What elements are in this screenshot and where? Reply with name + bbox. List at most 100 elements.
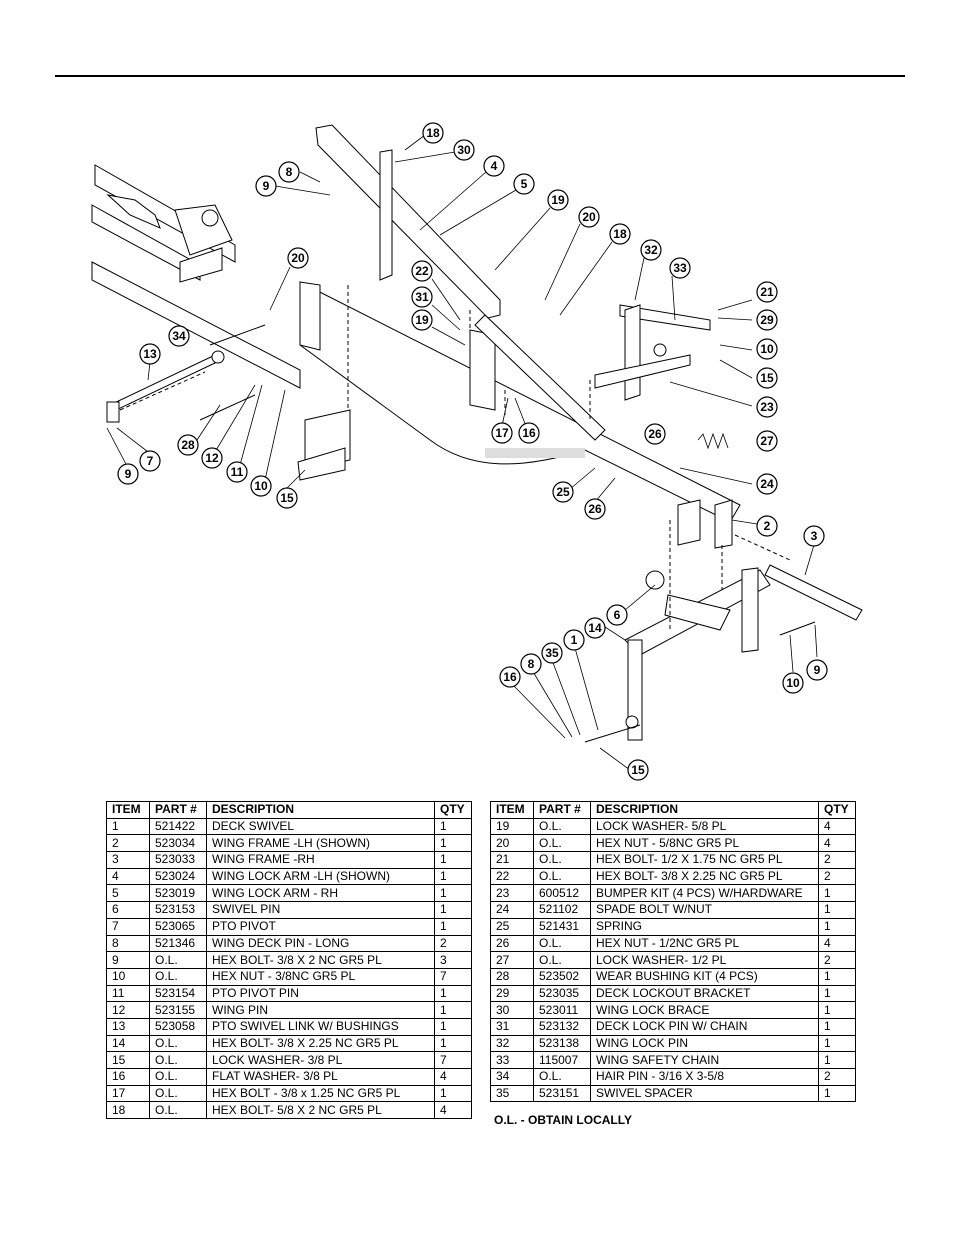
deck-swivel [584, 499, 863, 743]
svg-text:5: 5 [521, 177, 528, 191]
cell-item: 26 [490, 934, 534, 953]
header-description: DESCRIPTION [590, 801, 819, 819]
cell-qty: 1 [434, 817, 472, 836]
cell-qty: 1 [434, 1034, 472, 1053]
cell-qty: 1 [818, 1084, 856, 1103]
cell-part-number: 521102 [533, 901, 591, 919]
cell-part-number: O.L. [149, 1084, 207, 1103]
svg-text:6: 6 [614, 608, 621, 622]
cell-item: 5 [106, 884, 150, 903]
cell-part-number: 523151 [533, 1084, 591, 1103]
cell-item: 34 [490, 1068, 534, 1086]
table-header-row: ITEM PART # DESCRIPTION QTY [106, 801, 472, 819]
cell-item: 21 [490, 851, 534, 869]
callout-31: 31 [411, 286, 433, 308]
cell-item: 28 [490, 967, 534, 986]
cell-part-number: 521346 [149, 934, 207, 953]
cell-description: HEX BOLT - 3/8 x 1.25 NC GR5 PL [206, 1084, 435, 1103]
svg-text:18: 18 [613, 227, 627, 241]
callout-15: 15 [756, 367, 778, 389]
svg-text:7: 7 [147, 454, 154, 468]
cell-qty: 4 [434, 1068, 472, 1086]
svg-text:18: 18 [426, 126, 440, 140]
callout-22: 22 [411, 260, 433, 282]
cell-description: PTO PIVOT PIN [206, 984, 435, 1003]
cell-part-number: 523058 [149, 1017, 207, 1036]
callout-9: 9 [806, 659, 828, 681]
svg-text:29: 29 [760, 313, 774, 327]
svg-text:25: 25 [556, 485, 570, 499]
cell-qty: 1 [434, 1084, 472, 1103]
cell-qty: 1 [818, 967, 856, 986]
svg-text:33: 33 [673, 261, 687, 275]
cell-qty: 1 [818, 884, 856, 903]
exploded-parts-diagram: 1830451920183233212910152322311920341328… [91, 122, 863, 781]
cell-qty: 4 [434, 1101, 472, 1120]
cell-description: WING SAFETY CHAIN [590, 1051, 819, 1069]
cell-part-number: 523132 [533, 1017, 591, 1036]
cell-part-number: O.L. [149, 1034, 207, 1053]
cell-item: 18 [106, 1101, 150, 1120]
cell-description: SPRING [590, 917, 819, 936]
cell-part-number: 521431 [533, 917, 591, 936]
cell-qty: 1 [434, 917, 472, 936]
cell-item: 23 [490, 884, 534, 903]
cell-description: SWIVEL PIN [206, 901, 435, 919]
svg-text:8: 8 [528, 657, 535, 671]
svg-text:16: 16 [503, 670, 517, 684]
callout-12: 12 [201, 447, 223, 469]
svg-text:34: 34 [172, 329, 186, 343]
callout-32: 32 [640, 239, 662, 261]
svg-text:1: 1 [571, 633, 578, 647]
svg-text:19: 19 [551, 193, 565, 207]
cell-qty: 7 [434, 1051, 472, 1069]
cell-item: 14 [106, 1034, 150, 1053]
cell-item: 3 [106, 851, 150, 869]
cell-part-number: 600512 [533, 884, 591, 903]
callout-11: 11 [226, 461, 248, 483]
cell-description: LOCK WASHER- 5/8 PL [590, 817, 819, 836]
cell-qty: 1 [818, 1051, 856, 1069]
cell-description: FLAT WASHER- 3/8 PL [206, 1068, 435, 1086]
callout-14: 14 [584, 617, 606, 639]
cell-item: 35 [490, 1084, 534, 1103]
svg-text:20: 20 [582, 210, 596, 224]
cell-description: WING LOCK ARM -LH (SHOWN) [206, 867, 435, 886]
cell-qty: 1 [818, 1034, 856, 1053]
svg-text:10: 10 [760, 342, 774, 356]
cell-description: HEX NUT - 1/2NC GR5 PL [590, 934, 819, 953]
cell-item: 24 [490, 901, 534, 919]
cell-item: 29 [490, 984, 534, 1003]
tractor-frame [91, 164, 301, 389]
callout-8: 8 [520, 653, 542, 675]
callout-30: 30 [453, 139, 475, 161]
cell-item: 10 [106, 967, 150, 986]
cell-part-number: 523019 [149, 884, 207, 903]
pto-pivot [106, 324, 351, 481]
callout-20: 20 [578, 206, 600, 228]
svg-text:17: 17 [495, 426, 509, 440]
cell-qty: 1 [818, 1017, 856, 1036]
cell-description: HEX BOLT- 5/8 X 2 NC GR5 PL [206, 1101, 435, 1120]
cell-description: DECK SWIVEL [206, 817, 435, 836]
callout-5: 5 [513, 173, 535, 195]
cell-part-number: O.L. [149, 1068, 207, 1086]
svg-text:11: 11 [231, 465, 244, 479]
svg-text:31: 31 [415, 290, 429, 304]
svg-text:22: 22 [415, 264, 429, 278]
cell-part-number: 523034 [149, 834, 207, 853]
spring [697, 432, 729, 450]
callout-27: 27 [756, 430, 778, 452]
callout-9: 9 [255, 175, 277, 197]
svg-text:8: 8 [286, 165, 293, 179]
